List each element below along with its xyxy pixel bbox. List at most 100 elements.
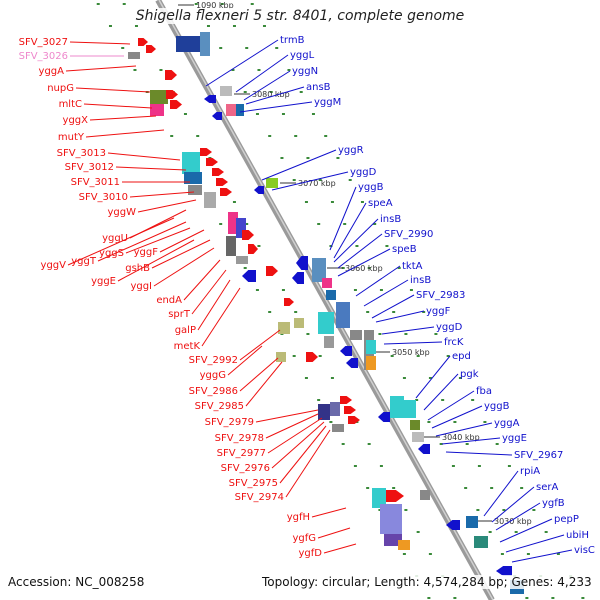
gene-block[interactable] [412,432,424,442]
gene-label-right[interactable]: speB [392,244,417,255]
gene-label-left[interactable]: SFV_3026 [19,51,68,62]
gene-label-right[interactable]: insB [380,214,401,225]
gene-block[interactable] [188,185,202,195]
gene-arrow-reverse[interactable] [296,256,308,270]
gene-block[interactable] [220,86,232,96]
gene-label-left[interactable]: SFV_3011 [71,177,120,188]
gene-label-left[interactable]: SFV_2979 [205,417,254,428]
gene-label-right[interactable]: yggR [338,145,364,156]
gene-arrow-forward[interactable] [170,100,182,109]
gene-label-left[interactable]: SFV_3010 [79,192,128,203]
gene-label-left[interactable]: SFV_2978 [215,433,264,444]
gene-label-right[interactable]: tktA [402,261,423,272]
gene-block[interactable] [278,322,290,334]
gene-label-right[interactable]: speA [368,198,393,209]
gene-block[interactable] [312,258,326,282]
gene-arrow-reverse[interactable] [446,520,460,530]
gene-label-left[interactable]: SFV_2975 [229,478,278,489]
gene-arrow-forward[interactable] [248,244,258,254]
gene-block[interactable] [350,330,362,340]
gene-arrow-forward[interactable] [220,188,232,196]
gene-block[interactable] [366,356,376,370]
gene-label-right[interactable]: yggF [426,306,451,317]
gene-block[interactable] [318,404,330,420]
gene-label-right[interactable]: insB [410,275,431,286]
gene-block[interactable] [150,90,168,104]
gene-label-right[interactable]: SFV_2983 [416,290,465,301]
gene-block[interactable] [236,256,248,264]
gene-block[interactable] [410,420,420,430]
gene-label-right[interactable]: epd [452,351,471,362]
gene-block[interactable] [184,172,202,184]
gene-label-right[interactable]: yggD [350,167,377,178]
gene-arrow-forward[interactable] [242,230,254,240]
gene-arrow-forward[interactable] [340,396,352,404]
gene-label-right[interactable]: yggM [314,97,341,108]
gene-label-left[interactable]: yggT [71,256,97,267]
gene-label-left[interactable]: yggU [102,233,128,244]
gene-label-left[interactable]: yggE [91,276,116,287]
gene-label-right[interactable]: rpiA [520,466,540,477]
gene-arrow-reverse[interactable] [346,358,358,368]
gene-arrow-forward[interactable] [146,45,156,53]
gene-arrow-reverse[interactable] [340,346,352,356]
gene-label-left[interactable]: yggA [39,66,65,77]
gene-label-right[interactable]: trmB [280,35,305,46]
gene-label-left[interactable]: SFV_2985 [195,401,244,412]
gene-label-left[interactable]: ygfG [292,533,316,544]
gene-arrow-forward[interactable] [166,90,178,99]
gene-block[interactable] [332,424,344,432]
gene-arrow-forward[interactable] [200,148,212,156]
gene-label-right[interactable]: yggL [290,50,315,61]
gene-label-right[interactable]: yggD [436,322,463,333]
gene-block[interactable] [404,400,416,418]
gene-block[interactable] [228,212,238,234]
gene-label-left[interactable]: SFV_2992 [189,355,238,366]
gene-block[interactable] [128,52,140,59]
gene-label-left[interactable]: SFV_2976 [221,463,270,474]
gene-label-left[interactable]: sprT [168,309,191,320]
gene-arrow-reverse[interactable] [242,270,256,282]
gene-label-left[interactable]: yggI [130,281,152,292]
gene-block[interactable] [466,516,478,528]
gene-label-left[interactable]: galP [175,325,196,336]
gene-label-right[interactable]: frcK [444,337,464,348]
gene-block[interactable] [226,104,236,116]
gene-block[interactable] [390,396,404,418]
gene-label-right[interactable]: yggN [292,66,318,77]
gene-label-left[interactable]: ygfH [287,512,310,523]
gene-arrow-forward[interactable] [266,266,278,276]
gene-label-right[interactable]: pepP [554,514,579,525]
gene-label-right[interactable]: ansB [306,82,331,93]
gene-arrow-reverse[interactable] [418,444,430,454]
gene-block[interactable] [474,536,488,548]
gene-label-left[interactable]: yggG [200,370,226,381]
gene-block[interactable] [276,352,286,362]
gene-block[interactable] [336,302,350,328]
gene-label-left[interactable]: SFV_3027 [19,37,68,48]
gene-arrow-forward[interactable] [138,38,148,46]
gene-arrow-forward[interactable] [212,168,224,176]
gene-label-right[interactable]: yggB [358,182,384,193]
gene-block[interactable] [420,490,430,500]
gene-label-left[interactable]: SFV_3013 [57,148,106,159]
gene-label-right[interactable]: yggE [502,433,527,444]
gene-label-left[interactable]: endA [156,295,182,306]
gene-label-left[interactable]: SFV_2986 [189,386,238,397]
gene-label-right[interactable]: serA [536,482,558,493]
gene-arrow-forward[interactable] [284,298,294,306]
gene-arrow-forward[interactable] [348,416,360,424]
gene-arrow-forward[interactable] [165,70,177,80]
gene-label-left[interactable]: yggS [99,248,124,259]
gene-label-left[interactable]: yggV [41,260,67,271]
gene-label-right[interactable]: yggB [484,401,510,412]
gene-block[interactable] [226,236,236,256]
gene-block[interactable] [266,178,278,188]
gene-label-left[interactable]: SFV_2974 [235,492,284,503]
gene-block[interactable] [294,318,304,328]
gene-label-left[interactable]: mltC [59,99,82,110]
gene-label-right[interactable]: SFV_2990 [384,229,433,240]
gene-label-right[interactable]: ygfB [542,498,565,509]
gene-arrow-forward[interactable] [216,178,228,186]
gene-arrow-forward[interactable] [344,406,356,414]
